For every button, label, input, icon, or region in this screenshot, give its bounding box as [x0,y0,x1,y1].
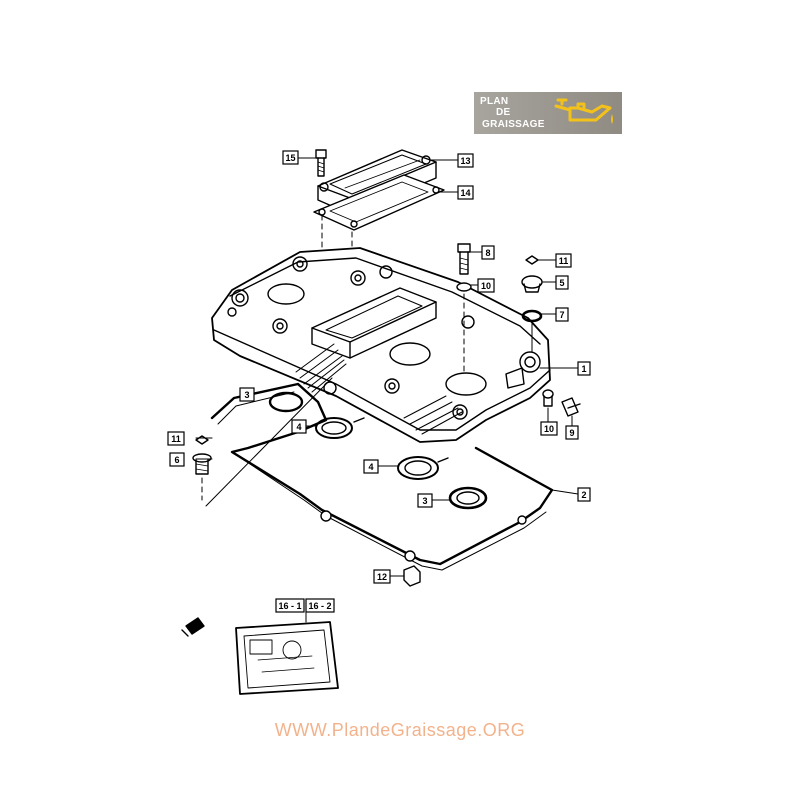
label-plate [181,617,339,695]
callout-box [540,421,558,436]
callout-box [577,361,591,376]
callout-number: 1 [581,364,586,374]
callout-number: 5 [559,278,564,288]
callout-14: 14 [457,185,474,200]
callout-number: 16 - 1 [278,601,301,611]
callout-8: 8 [481,245,495,260]
callout-4a: 4 [291,419,307,434]
cap-nut [403,565,421,587]
callout-box [481,245,495,260]
callout-box [555,253,572,268]
callout-1: 1 [577,361,591,376]
plan-de-graissage-logo: PLAN DE GRAISSAGE [474,92,622,134]
callout-box [167,431,185,446]
callout-number: 14 [460,188,470,198]
callout-box [577,487,591,502]
callout-number: 16 - 2 [308,601,331,611]
callout-7: 7 [555,307,569,322]
logo-line-2: DE [496,107,511,118]
callout-number: 3 [422,496,427,506]
callout-3a: 3 [239,387,255,402]
callout-number: 4 [368,462,373,472]
callout-11a: 11 [555,253,572,268]
left-screw [192,435,212,501]
callout-number: 15 [285,153,295,163]
plug-seals [268,391,488,510]
callout-number: 10 [544,424,554,434]
callout-number: 2 [581,490,586,500]
oil-can-icon [554,98,613,124]
callout-number: 12 [377,572,387,582]
callout-3b: 3 [417,493,433,508]
breather-gasket [313,174,445,231]
callout-number: 7 [559,310,564,320]
callout-box [239,387,255,402]
callout-number: 10 [481,281,491,291]
callout-box [477,278,495,293]
logo-line-3: GRAISSAGE [482,119,545,130]
callout-6: 6 [169,452,185,467]
callout-number: 6 [174,455,179,465]
callout-box [555,307,569,322]
callout-box [457,153,474,168]
callout-12: 12 [373,569,391,584]
callout-10a: 10 [477,278,495,293]
callout-16b: 16 - 2 [305,598,335,613]
callout-13: 13 [457,153,474,168]
callout-number: 11 [171,434,181,444]
callout-number: 4 [296,422,301,432]
callout-box [565,425,579,440]
callout-box [275,598,305,613]
callout-10b: 10 [540,421,558,436]
callout-box [305,598,335,613]
callout-4b: 4 [363,459,379,474]
callout-box [291,419,307,434]
callout-number: 13 [460,156,470,166]
callout-box [282,150,299,165]
callout-number: 9 [569,428,574,438]
callout-box [373,569,391,584]
callout-16a: 16 - 1 [275,598,305,613]
callout-number: 3 [244,390,249,400]
logo-line-1: PLAN [480,96,509,107]
callout-box [363,459,379,474]
callout-9: 9 [565,425,579,440]
grommet-set [521,255,543,353]
callout-2: 2 [577,487,591,502]
callout-box [555,275,569,290]
cylinder-head-cover [211,247,551,443]
callout-number: 11 [559,256,569,266]
side-bolt [542,389,581,417]
callout-box [457,185,474,200]
callout-15: 15 [282,150,299,165]
callout-number: 8 [485,248,490,258]
bolt-15 [315,149,327,177]
callout-box [169,452,185,467]
callout-11b: 11 [167,431,185,446]
bolt-8 [456,243,472,373]
callout-5: 5 [555,275,569,290]
callout-box [417,493,433,508]
website-watermark: WWW.PlandeGraissage.ORG [274,720,526,740]
